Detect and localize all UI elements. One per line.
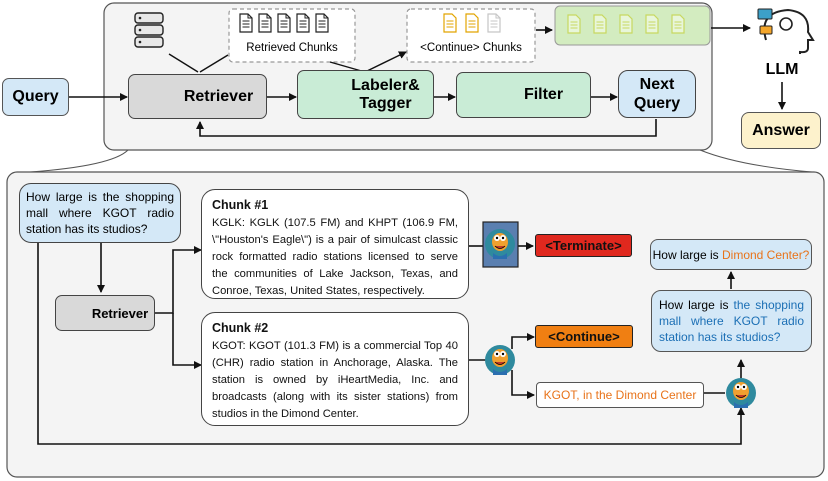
question-text: How large is the shopping mall where KGO… (26, 190, 174, 236)
bottom-retriever-label: Retriever (91, 305, 149, 321)
continue-chunks-doc-icons (443, 13, 501, 33)
tag-output-box: KGOT, in the Dimond Center (536, 382, 704, 408)
filter-label: Filter (523, 86, 564, 103)
next-q2-prefix: How large is (659, 298, 734, 312)
labeler-tagger-box: Labeler& Tagger (297, 70, 434, 119)
terminate-mascot-icon (484, 228, 516, 260)
chunk-2-card: Chunk #2 KGOT: KGOT (101.3 FM) is a comm… (201, 312, 469, 426)
next-question-intermediate: How large is the shopping mall where KGO… (651, 290, 812, 352)
next-query-line1: Next (639, 76, 675, 93)
chunk-1-title: Chunk #1 (212, 198, 269, 212)
tag-output-text: KGOT, in the Dimond Center (543, 388, 697, 402)
labeler-label-line2: Tagger (359, 94, 412, 112)
next-query-line2: Query (633, 95, 681, 112)
database-icon (134, 12, 164, 48)
next-q2-highlight: the shopping mall where KGOT radio stati… (659, 298, 804, 344)
next-query-box: Next Query (618, 70, 696, 118)
answer-box: Answer (741, 112, 821, 149)
next-q1-highlight: Dimond Center? (721, 247, 810, 262)
query-box: Query (2, 78, 69, 116)
continue-tag: <Continue> (535, 325, 633, 348)
retriever-box: Retriever (128, 74, 267, 119)
terminate-label: <Terminate> (545, 238, 622, 253)
next-q1-prefix: How large is (652, 247, 722, 262)
retrieved-chunks-label: Retrieved Chunks (246, 42, 338, 54)
chunk-2-title: Chunk #2 (212, 321, 269, 335)
retriever-label: Retriever (183, 87, 254, 105)
continue-label: <Continue> (548, 329, 620, 344)
question-box: How large is the shopping mall where KGO… (19, 183, 181, 243)
tagger-mascot-icon (725, 377, 757, 409)
chunk-1-card: Chunk #1 KGLK: KGLK (107.5 FM) and KHPT … (201, 189, 469, 299)
filter-box: Filter (456, 72, 591, 118)
terminate-tag: <Terminate> (535, 234, 632, 257)
llm-label: LLM (765, 61, 799, 78)
continue-mascot-icon (484, 344, 516, 376)
next-question-final: How large is Dimond Center? (650, 239, 812, 270)
bottom-retriever-box: Retriever (55, 295, 155, 331)
labeler-label-line1: Labeler& (351, 76, 420, 94)
chunk-2-text: KGOT: KGOT (101.3 FM) is a commercial To… (212, 340, 458, 420)
continue-chunks-label: <Continue> Chunks (420, 42, 522, 54)
answer-label: Answer (752, 121, 810, 139)
llm-head-icon (757, 8, 815, 54)
chunk-1-text: KGLK: KGLK (107.5 FM) and KHPT (106.9 FM… (212, 217, 458, 297)
query-label: Query (12, 88, 59, 105)
